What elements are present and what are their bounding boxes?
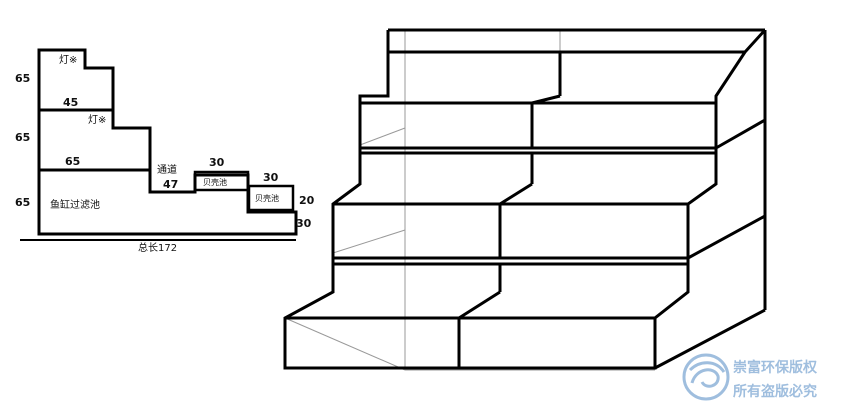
tier-3 [333,153,766,266]
cross-section-outline [37,48,298,236]
dim-left-height-top: 65 [15,72,30,85]
dim-tier1-width: 45 [63,96,78,109]
tier-4-base [285,264,655,368]
dim-right-height-lower: 30 [296,217,312,230]
aquarium-rack-3d [283,28,767,371]
label-channel: 通道 [157,163,177,176]
label-shell-pool-2: 贝壳池 [255,193,279,203]
shell-pool-1-box [193,170,250,192]
tier-2 [360,101,766,155]
dim-shell-pool2-width: 30 [263,171,279,184]
tier-1-top [388,50,745,105]
dim-shell-pool1-width: 30 [209,156,225,169]
hidden-edges [284,30,655,371]
dim-right-height-upper: 20 [299,194,315,207]
dim-left-height-bottom: 65 [15,196,30,209]
cross-section-schematic [37,48,298,236]
shell-pool-2-box [247,184,295,212]
label-filter-tank: 鱼缸过滤池 [50,198,100,211]
label-lamp-mid: 灯※ [88,114,106,126]
dim-channel-depth: 47 [163,178,178,191]
label-shell-pool-1: 贝壳池 [203,177,227,187]
dim-left-height-mid: 65 [15,131,30,144]
label-lamp-top: 灯※ [59,54,77,66]
watermark-line-1: 崇富环保版权 [733,359,818,376]
watermark-line-2: 所有盗版必究 [733,383,817,400]
dim-tier2-width: 65 [65,155,80,168]
watermark-logo-icon [682,353,730,401]
watermark: 崇富环保版权 所有盗版必究 [682,353,818,401]
label-total-length: 总长172 [138,241,177,254]
